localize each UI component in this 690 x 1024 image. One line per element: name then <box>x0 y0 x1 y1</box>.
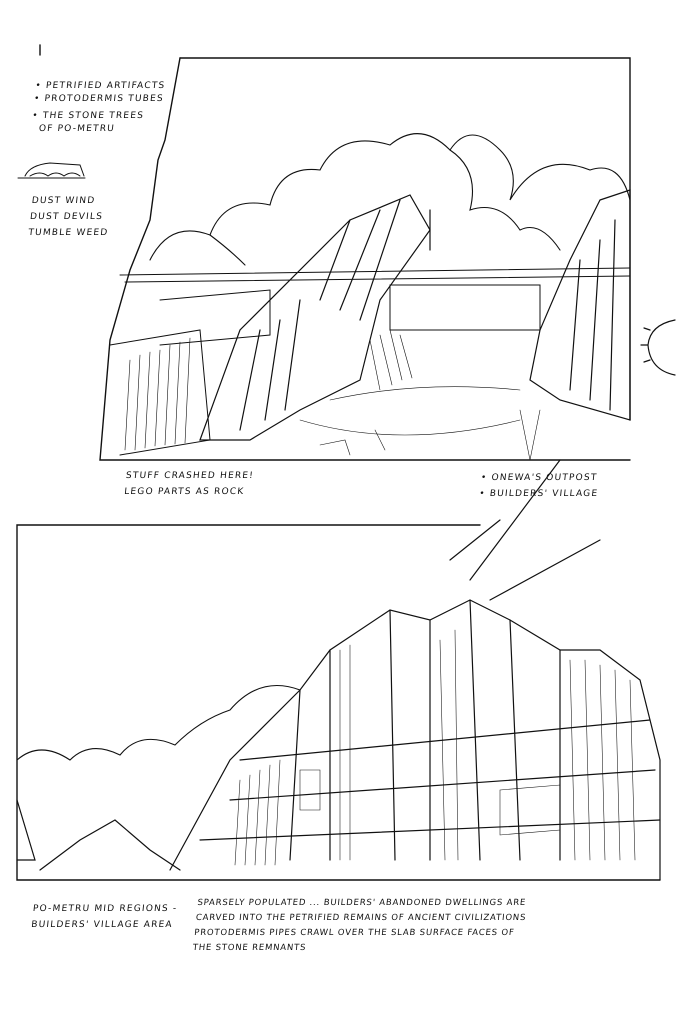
caption-line: Po-Metru mid regions - <box>32 904 178 914</box>
vehicle-thumbnail <box>17 162 86 179</box>
note-line: • The stone trees <box>31 111 145 121</box>
panel-2-hatching <box>234 629 636 866</box>
panel-2-caption-left: Po-Metru mid regions - Builders' village… <box>30 901 178 933</box>
caption-line: • Builders' village <box>478 489 599 499</box>
note-line: Dust devils <box>29 212 104 222</box>
caption-line: the stone remnants <box>192 943 307 953</box>
caption-line: Lego parts as rock <box>123 487 245 497</box>
panel-1-hatching <box>124 329 541 461</box>
panel-2-clouds <box>16 684 301 761</box>
panel-2-rock-formation <box>16 459 661 881</box>
caption-line: Sparsely populated ... Builders' abandon… <box>196 898 527 908</box>
panel-1-slab <box>199 189 631 441</box>
caption-line: Stuff crashed here! <box>125 471 255 481</box>
note-line: • Petrified artifacts <box>34 81 166 91</box>
panel-2-frame <box>16 524 661 881</box>
note-line: of Po-Metru <box>38 124 116 134</box>
note-line: Tumble weed <box>27 228 109 238</box>
gear-doodle <box>640 319 676 376</box>
note-line: • Protodermis tubes <box>33 94 165 104</box>
artifact-notes: • Petrified artifacts • Protodermis tube… <box>30 80 166 136</box>
weather-notes: Dust wind Dust devils Tumble weed <box>27 193 112 241</box>
panel-1-clouds <box>149 133 631 266</box>
panel-1-caption-right: • Onewa's outpost • Builders' village <box>478 470 600 502</box>
caption-line: Builders' village area <box>30 920 174 930</box>
panel-1-caption-left: Stuff crashed here! Lego parts as rock <box>123 468 255 500</box>
panel-1-structures <box>109 267 631 456</box>
panel-2-caption-right: Sparsely populated ... Builders' abandon… <box>192 896 529 956</box>
caption-line: • Onewa's outpost <box>480 473 598 483</box>
caption-line: carved into the petrified remains of anc… <box>195 913 527 923</box>
caption-line: protodermis pipes crawl over the slab su… <box>193 928 516 938</box>
note-line: Dust wind <box>31 196 96 206</box>
